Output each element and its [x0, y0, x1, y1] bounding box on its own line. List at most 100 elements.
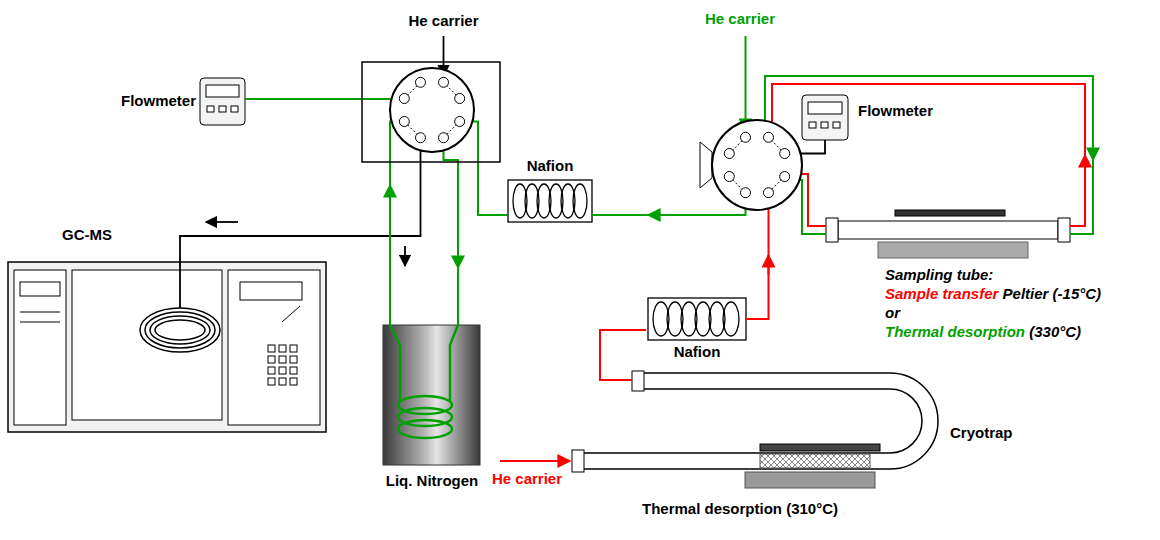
device-label: Nafion [527, 157, 574, 174]
device-label: (330°C) [1029, 323, 1081, 340]
gc-ms-instrument-part [290, 345, 297, 352]
gc-ms-instrument-part [72, 270, 222, 420]
device-label: Nafion [674, 343, 721, 360]
sampling-tube: Sampling tube:Sample transferPeltier (-1… [826, 200, 1116, 350]
gc-ms-instrument-part [8, 262, 326, 432]
gc-ms-instrument-part [268, 345, 297, 385]
text-row: GC-MS [62, 226, 112, 244]
gas-line [600, 330, 646, 380]
flowmeter-device-part [833, 122, 840, 128]
gc-ms-instrument-part [290, 356, 297, 363]
sampling-tube-body-part [1058, 218, 1070, 242]
gc-ms-instrument-part [290, 378, 297, 385]
text-row: Liq. Nitrogen [386, 472, 479, 490]
text-row: Nafion [527, 157, 574, 175]
desorption-lines-part [390, 122, 398, 326]
gc-ms-instrument: GC-MS [8, 222, 326, 434]
desorption-lines-part [648, 214, 668, 216]
device-label: Sampling tube: [885, 266, 993, 283]
gc-ms-instrument-part [20, 312, 60, 313]
device-label: Cryotrap [950, 424, 1013, 441]
flowmeter: Flowmeter [100, 76, 200, 128]
rotary-valve-part [416, 133, 426, 143]
text-row: Flowmeter [858, 102, 933, 120]
desorption-lines-part [592, 198, 746, 215]
device-label: Flowmeter [858, 102, 933, 119]
cryotrap-tube-part [632, 371, 644, 391]
rotary-valve-part [700, 142, 712, 188]
desorption-lines-part [389, 185, 391, 205]
gc-ms-instrument-part [279, 356, 286, 363]
transfer-lines [500, 84, 1085, 461]
liquid-nitrogen-dewar: Liq. Nitrogen [372, 322, 492, 494]
gc-ms-instrument-part [290, 367, 297, 374]
gc-ms-instrument-part [268, 345, 275, 352]
liquid-nitrogen-dewar [383, 325, 480, 465]
transfer-lines-part [500, 460, 570, 462]
rotary-valve-part [729, 137, 784, 192]
flowmeter-device-part [206, 85, 239, 97]
desorption-lines-part [398, 420, 452, 438]
gas-label: He carrier [492, 470, 562, 488]
flowmeter-device-part [802, 95, 848, 140]
rotary-valve-part [764, 188, 774, 198]
transfer-lines-part [746, 198, 769, 319]
rotary-valve-part [724, 149, 734, 159]
desorption-lines-part [465, 122, 508, 216]
device-label: Peltier (-15°C) [1003, 285, 1102, 302]
rotary-valve-part [399, 77, 464, 142]
rotary-valve-part [399, 94, 409, 104]
gas-label: He carrier [408, 12, 478, 30]
text-row: Sampling tube: [885, 266, 993, 284]
gc-ms-instrument-part [155, 320, 205, 340]
cryotrap: CryotrapThermal desorption (310°C) [632, 366, 1032, 526]
liquid-nitrogen-dewar-part [383, 325, 480, 465]
transfer-lines-part [768, 255, 770, 275]
cryotrap-tube-part [745, 472, 875, 488]
transfer-lines-part [1084, 155, 1086, 175]
cryotrap-tube-part [572, 450, 584, 472]
cryotrap-tube [572, 371, 938, 488]
device-label: GC-MS [62, 226, 112, 243]
rotary-valve [362, 62, 802, 210]
sampling-tube-body-part [826, 218, 838, 242]
flowmeter-device-part [219, 106, 226, 112]
gc-ms-instrument-part [279, 345, 286, 352]
text-row: or [885, 304, 900, 322]
rotary-valve-part [724, 132, 789, 197]
text-row: Cryotrap [950, 424, 1013, 442]
rotary-valve-part [399, 117, 409, 127]
desorption-lines-part [745, 36, 747, 131]
flowmeter: Flowmeter [798, 92, 948, 144]
carrier-lines [180, 36, 825, 308]
gc-ms-instrument-part [240, 282, 302, 300]
device-label: Thermal desorption [885, 323, 1025, 340]
flowmeter-device-part [231, 106, 238, 112]
desorption-lines-part [1092, 140, 1094, 160]
rotary-valve-part [780, 172, 790, 182]
nafion-coil-part [648, 298, 746, 340]
sampling-tube-body-part [878, 242, 1028, 258]
cryotrap-tube-part [584, 389, 922, 453]
gc-ms-instrument-part [140, 308, 220, 352]
rotary-valve-part [362, 62, 500, 162]
desorption-lines-part [765, 76, 1093, 234]
gc-ms-instrument-part [282, 306, 300, 322]
flowmeter-device-part [808, 102, 842, 114]
text-row: Nafion [674, 343, 721, 361]
rotary-valve-part [724, 172, 734, 182]
text-row: Flowmeter [121, 92, 196, 110]
carrier-lines-part [206, 221, 238, 223]
flowmeter-device-part [200, 78, 245, 125]
device-label: Thermal desorption (310°C) [642, 500, 838, 517]
rotary-valve-part [404, 82, 459, 137]
transfer-lines-part [772, 84, 1085, 226]
sampling-tube-body-part [838, 221, 1058, 239]
rotary-valve-part [416, 77, 426, 87]
cryotrap-tube-part [760, 444, 880, 451]
desorption-lines-part [444, 143, 459, 325]
gas-label: He carrier [705, 10, 775, 28]
flowmeter-device-part [821, 122, 828, 128]
